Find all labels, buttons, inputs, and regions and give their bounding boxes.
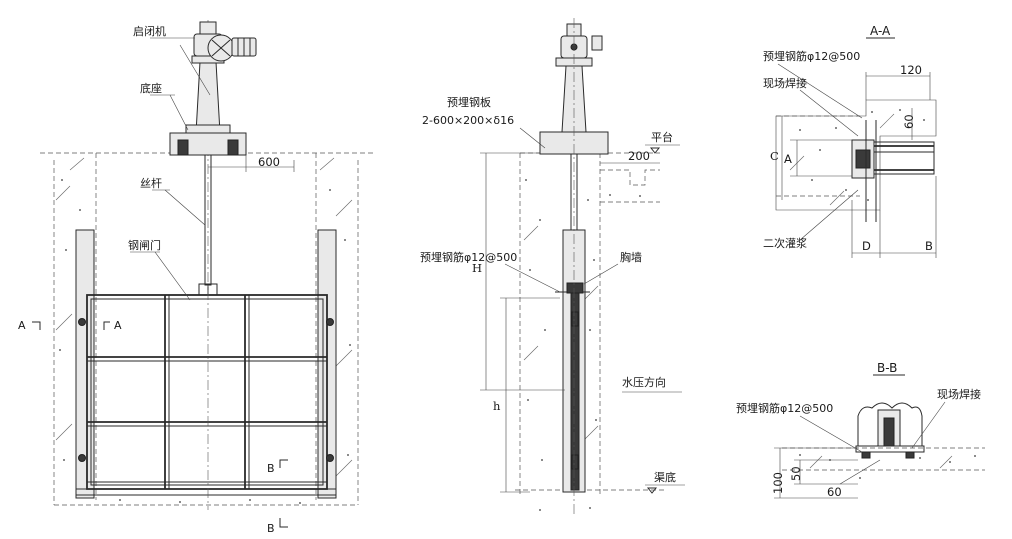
section-bb-embedded-rebar-label: 预埋钢筋φ12@500 — [736, 401, 833, 415]
section-aa-embedded-rebar-label: 预埋钢筋φ12@500 — [763, 49, 860, 63]
section-mark-b-top: B — [267, 462, 275, 475]
section-aa-concrete — [775, 99, 937, 211]
breast-wall-label: 胸墙 — [620, 250, 642, 264]
section-aa-grout-leader — [799, 189, 859, 241]
embedded-plate-leader — [519, 127, 546, 149]
side-concrete-hatch — [523, 179, 641, 511]
stem-label: 丝杆 — [140, 176, 162, 190]
embedded-plate-label: 预埋钢板 — [447, 95, 491, 109]
section-aa-guide — [851, 120, 935, 222]
front-gate-leaf — [75, 283, 337, 496]
section-aa-dim-120-text: 120 — [900, 63, 922, 77]
front-elevation: 600 启闭机 底座 丝杆 钢闸门 A A B B — [18, 20, 374, 535]
section-aa-dim-120: 120 — [865, 63, 931, 100]
section-bb-dim-100-text: 100 — [771, 472, 785, 494]
front-left-guide — [75, 229, 95, 499]
side-dim-h: h — [493, 297, 560, 493]
section-mark-a-right: A — [114, 319, 122, 332]
front-dim-600-text: 600 — [258, 155, 280, 169]
section-bb-dim-50: 50 — [789, 459, 858, 485]
front-base — [169, 55, 247, 156]
section-aa-dim-60-text: 60 — [902, 114, 916, 129]
section-aa-dim-60: 60 — [902, 108, 916, 140]
section-aa-site-weld-leader — [799, 89, 859, 137]
section-bb-dim-60: 60 — [827, 459, 881, 499]
section-aa-dim-D-B: D B — [851, 176, 937, 258]
side-embedded-rebar-label: 预埋钢筋φ12@500 — [420, 250, 517, 264]
section-mark-a-left: A — [18, 319, 26, 332]
side-dim-H-text: H — [472, 261, 482, 275]
hoist-label: 启闭机 — [133, 24, 166, 38]
gate-label: 钢闸门 — [128, 238, 161, 252]
section-bb: B-B 100 50 — [736, 361, 985, 499]
platform-label: 平台 — [651, 130, 673, 144]
section-bb-hatch — [799, 454, 976, 479]
gate-leader-diag — [154, 251, 191, 301]
pressure-direction-label: 水压方向 — [622, 375, 666, 389]
section-bb-title: B-B — [877, 361, 897, 375]
side-dim-200-text: 200 — [628, 149, 650, 163]
section-aa-dim-A: A — [784, 139, 852, 177]
embedded-plate-spec: 2-600×200×δ16 — [422, 114, 514, 127]
base-label: 底座 — [140, 81, 162, 95]
platform-marker — [649, 147, 661, 154]
side-dim-200: 200 — [600, 149, 660, 164]
section-aa-dim-D-text: D — [862, 239, 871, 253]
section-mark-b: B B — [267, 459, 288, 535]
section-aa-site-weld-label: 现场焊接 — [763, 76, 807, 90]
section-aa-dim-A-text: A — [784, 152, 792, 166]
side-platform-step — [600, 169, 660, 186]
section-mark-b-bottom: B — [267, 522, 275, 535]
hoist-leader-diag — [179, 44, 211, 96]
section-aa-dim-C-text: C — [770, 149, 779, 163]
side-dim-h-text: h — [493, 399, 501, 413]
section-aa-embedded-rebar-leader — [777, 63, 863, 119]
section-bb-dim-60-text: 60 — [827, 485, 842, 499]
side-dim-H: H — [472, 152, 565, 391]
breast-wall-leader — [583, 263, 619, 285]
section-aa: A-A 120 — [763, 24, 937, 258]
section-bb-site-weld-label: 现场焊接 — [937, 387, 981, 401]
channel-bottom-marker — [646, 487, 658, 494]
side-elevation: H h 200 预埋钢板 2-600×200×δ16 预埋钢筋φ12@500 胸… — [420, 18, 685, 515]
section-bb-site-weld-leader — [911, 401, 946, 449]
section-bb-gate — [855, 402, 925, 459]
stem-leader-diag — [164, 189, 206, 226]
front-hoist — [193, 21, 257, 62]
side-embedded-rebar-leader — [504, 263, 561, 293]
front-dim-600: 600 — [208, 155, 295, 172]
section-bb-dim-100: 100 — [771, 447, 858, 499]
channel-bottom-label: 渠底 — [654, 470, 676, 484]
section-aa-dim-C: C — [770, 116, 783, 200]
section-bb-dim-50-text: 50 — [789, 466, 803, 481]
base-leader-diag — [169, 94, 189, 131]
section-aa-hatch — [789, 109, 925, 206]
section-bb-embedded-rebar-leader — [799, 415, 863, 453]
section-aa-title: A-A — [870, 24, 891, 38]
section-aa-dim-B-text: B — [925, 239, 933, 253]
section-aa-grout-label: 二次灌浆 — [763, 236, 807, 250]
front-concrete-hatch — [55, 157, 353, 504]
section-mark-a: A A — [18, 319, 122, 332]
side-gate-leaf — [555, 229, 590, 493]
